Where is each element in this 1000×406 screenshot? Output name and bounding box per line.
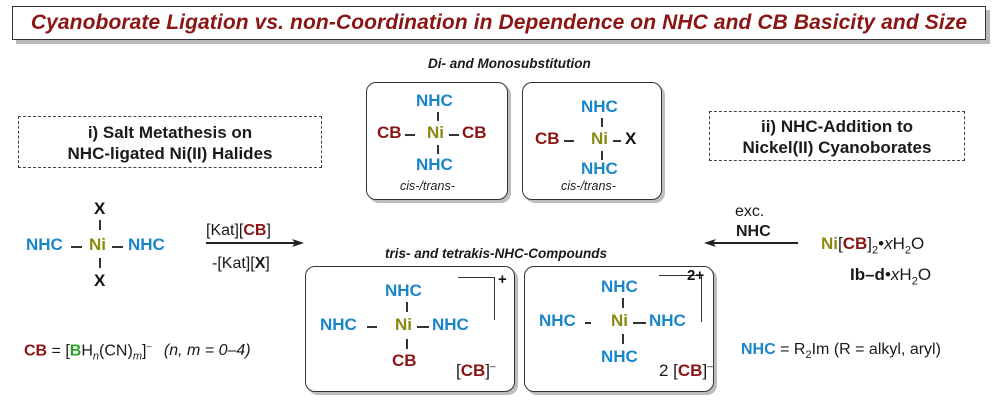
bond [99,220,101,230]
ligand-nhc-top: NHC [385,281,422,300]
bond [437,112,439,121]
metal-ni: Ni [591,129,608,148]
bond [71,246,82,248]
cb-definition: CB = [BHn(CN)m]– (n, m = 0–4) [24,341,251,363]
reagent-nhc: NHC [736,223,771,240]
bond [564,140,574,142]
metal-ni: Ni [611,311,628,330]
route-2-line-1: ii) NHC-Addition to [760,117,913,136]
ligand-nhc-bottom: NHC [581,159,618,178]
ligand-cb-left: CB [535,129,560,148]
ligand-cb-left: CB [377,123,402,142]
metal-ni: Ni [89,235,106,254]
charge-bracket [458,277,495,320]
route-2-line-2: Nickel(II) Cyanoborates [742,138,932,157]
ligand-nhc-left: NHC [320,315,357,334]
ligand-nhc-top: NHC [581,97,618,116]
bond [99,258,101,268]
ligand-x-right: X [625,129,637,148]
bond [622,334,624,344]
bond [585,322,591,324]
ligand-nhc-top: NHC [601,277,638,296]
bond [601,151,603,160]
complex-box-tetrakis-nhc: NHC NHC Ni NHC NHC 2+ 2 [CB]– [524,266,714,392]
charge-bracket [659,275,702,322]
bond [633,322,646,324]
isomer-label: cis-/trans- [561,179,616,193]
ligand-cb-right: CB [462,123,487,142]
ligand-nhc-right: NHC [649,311,686,330]
bond [622,298,624,308]
ligand-nhc-bottom: NHC [601,347,638,366]
ligand-x-bottom: X [94,271,106,290]
route-1-box: i) Salt Metathesis on NHC-ligated Ni(II)… [18,116,322,168]
reaction-arrow-right [206,242,298,244]
start-ni-cyanoborate: Ni[CB]2•xH2O [821,234,925,257]
charge-2-plus: 2+ [687,267,705,284]
bond [112,246,123,248]
bond [367,326,377,328]
counter-anions-cb: 2 [CB]– [659,361,713,380]
route-1-line-1: i) Salt Metathesis on [87,123,253,142]
bond [405,134,415,136]
arrow-head-right-icon [292,239,304,247]
reaction-arrow-left [710,242,798,244]
ligand-cb-bottom: CB [392,351,417,370]
reagent-excess: exc. [735,203,765,220]
complex-box-tris-nhc: NHC NHC Ni NHC CB + [CB]– [305,266,515,392]
complex-box-monosubstituted: NHC CB Ni X NHC cis-/trans- [522,82,662,200]
bond [601,118,603,127]
bond [417,326,429,328]
ligand-nhc-right: NHC [432,315,469,334]
nhc-definition: NHC = R2Im (R = alkyl, aryl) [741,341,941,362]
route-2-box: ii) NHC-Addition to Nickel(II) Cyanobora… [709,111,965,161]
ligand-nhc-bottom: NHC [416,155,453,174]
charge-plus: + [498,271,507,288]
metal-ni: Ni [427,123,444,142]
complex-box-disubstituted: NHC CB Ni CB NHC cis-/trans- [366,82,508,200]
bond [613,140,621,142]
ligand-nhc-left: NHC [26,235,63,254]
counter-anion-cb: [CB]– [456,361,496,380]
ligand-nhc-top: NHC [416,91,453,110]
start-compound-code: Ib–d•xH2O [850,265,932,288]
isomer-label: cis-/trans- [400,179,455,193]
section-label-bottom: tris- and tetrakis-NHC-Compounds [385,246,608,261]
ligand-nhc-right: NHC [128,235,165,254]
reagent-kat-cb: [Kat][CB] [206,222,271,239]
route-1-line-2: NHC-ligated Ni(II) Halides [67,144,273,163]
bond [449,134,459,136]
bond [437,145,439,154]
reagent-kat-x: -[Kat][X] [212,255,270,272]
metal-ni: Ni [395,315,412,334]
start-complex-halide: X NHC Ni NHC X [0,195,200,315]
section-label-top: Di- and Monosubstitution [428,56,591,71]
ligand-x-top: X [94,199,106,218]
scheme-title: Cyanoborate Ligation vs. non-Coordinatio… [30,11,968,34]
title-banner: Cyanoborate Ligation vs. non-Coordinatio… [12,6,986,40]
bond [406,302,408,312]
ligand-nhc-left: NHC [539,311,576,330]
bond [406,339,408,349]
